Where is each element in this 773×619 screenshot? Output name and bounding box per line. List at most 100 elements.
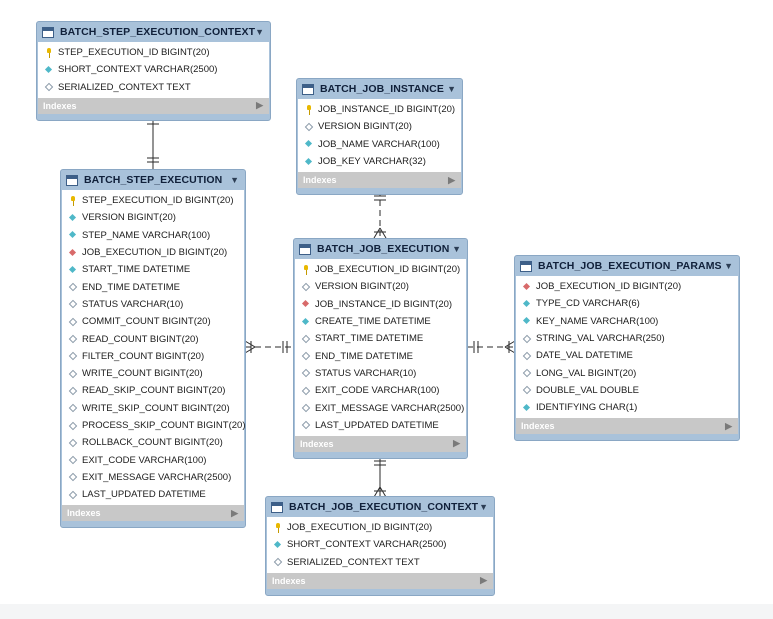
column-row[interactable]: PROCESS_SKIP_COUNT BIGINT(20) — [62, 417, 245, 434]
table-header[interactable]: BATCH_JOB_EXECUTION ▼ — [294, 239, 467, 259]
column-label: JOB_INSTANCE_ID BIGINT(20) — [318, 104, 456, 116]
column-row[interactable]: START_TIME DATETIME — [295, 330, 466, 347]
hollow-diamond-icon — [301, 334, 311, 344]
relationship-job-instance[interactable] — [373, 190, 387, 239]
chevron-down-icon[interactable]: ▼ — [447, 84, 456, 94]
column-row[interactable]: SHORT_CONTEXT VARCHAR(2500) — [38, 61, 269, 78]
column-row[interactable]: END_TIME DATETIME — [62, 278, 244, 295]
column-row[interactable]: KEY_NAME VARCHAR(100) — [516, 313, 738, 330]
column-row[interactable]: VERSION BIGINT(20) — [295, 278, 466, 295]
column-row[interactable]: STATUS VARCHAR(10) — [62, 296, 244, 313]
column-label: START_TIME DATETIME — [315, 333, 424, 345]
column-label: STEP_EXECUTION_ID BIGINT(20) — [58, 47, 210, 59]
column-row[interactable]: START_TIME DATETIME — [62, 261, 244, 278]
triangle-right-icon[interactable]: ▶ — [453, 438, 460, 449]
column-row[interactable]: CREATE_TIME DATETIME — [295, 313, 466, 330]
chevron-down-icon[interactable]: ▼ — [230, 175, 239, 185]
indexes-bar[interactable]: Indexes ▶ — [38, 97, 269, 114]
table-batch-job-execution-params[interactable]: BATCH_JOB_EXECUTION_PARAMS ▼ JOB_EXECUTI… — [514, 255, 740, 442]
column-row[interactable]: EXIT_MESSAGE VARCHAR(2500) — [62, 469, 244, 486]
column-row[interactable]: JOB_KEY VARCHAR(32) — [298, 153, 461, 170]
triangle-right-icon[interactable]: ▶ — [231, 507, 238, 518]
indexes-bar[interactable]: Indexes ▶ — [516, 418, 738, 435]
filled-diamond-icon — [44, 65, 54, 75]
column-row[interactable]: JOB_INSTANCE_ID BIGINT(20) — [295, 296, 466, 313]
indexes-bar[interactable]: Indexes ▶ — [298, 172, 461, 189]
table-batch-job-execution-context[interactable]: BATCH_JOB_EXECUTION_CONTEXT ▼ JOB_EXECUT… — [265, 496, 495, 596]
column-row[interactable]: READ_COUNT BIGINT(20) — [62, 330, 244, 347]
column-row[interactable]: STEP_NAME VARCHAR(100) — [62, 227, 244, 244]
column-row[interactable]: JOB_EXECUTION_ID BIGINT(20) — [62, 244, 244, 261]
column-row[interactable]: TYPE_CD VARCHAR(6) — [516, 295, 738, 312]
column-row[interactable]: JOB_EXECUTION_ID BIGINT(20) — [516, 278, 738, 295]
relationship-params-to-job-execution[interactable] — [467, 340, 516, 354]
column-label: STEP_EXECUTION_ID BIGINT(20) — [82, 195, 234, 207]
column-row[interactable]: SERIALIZED_CONTEXT TEXT — [38, 79, 269, 96]
column-label: READ_COUNT BIGINT(20) — [82, 333, 199, 345]
triangle-right-icon[interactable]: ▶ — [256, 100, 263, 111]
column-row[interactable]: JOB_EXECUTION_ID BIGINT(20) — [267, 519, 493, 536]
column-row[interactable]: JOB_INSTANCE_ID BIGINT(20) — [298, 101, 461, 118]
table-header[interactable]: BATCH_JOB_EXECUTION_PARAMS ▼ — [515, 256, 739, 276]
triangle-right-icon[interactable]: ▶ — [448, 174, 455, 185]
table-header[interactable]: BATCH_STEP_EXECUTION ▼ — [61, 170, 245, 190]
indexes-bar[interactable]: Indexes ▶ — [62, 505, 244, 522]
relationship-step-to-job-execution[interactable] — [244, 340, 294, 354]
indexes-bar[interactable]: Indexes ▶ — [267, 572, 493, 589]
column-row[interactable]: EXIT_CODE VARCHAR(100) — [295, 382, 466, 399]
column-row[interactable]: VERSION BIGINT(20) — [298, 118, 461, 135]
triangle-right-icon[interactable]: ▶ — [725, 420, 732, 431]
relationship-step-context[interactable] — [147, 117, 159, 170]
column-row[interactable]: DOUBLE_VAL DOUBLE — [516, 382, 738, 399]
column-row[interactable]: JOB_EXECUTION_ID BIGINT(20) — [295, 261, 466, 278]
triangle-right-icon[interactable]: ▶ — [480, 575, 487, 586]
column-row[interactable]: DATE_VAL DATETIME — [516, 347, 738, 364]
column-row[interactable]: ROLLBACK_COUNT BIGINT(20) — [62, 434, 244, 451]
column-row[interactable]: READ_SKIP_COUNT BIGINT(20) — [62, 382, 244, 399]
chevron-down-icon[interactable]: ▼ — [255, 27, 265, 37]
table-batch-step-execution-context[interactable]: BATCH_STEP_EXECUTION_CONTEXT ▼ STEP_EXEC… — [36, 21, 271, 121]
hollow-diamond-icon — [301, 386, 311, 396]
column-row[interactable]: VERSION BIGINT(20) — [62, 209, 244, 226]
column-row[interactable]: STEP_EXECUTION_ID BIGINT(20) — [38, 44, 269, 61]
column-row[interactable]: STRING_VAL VARCHAR(250) — [516, 330, 738, 347]
column-row[interactable]: WRITE_COUNT BIGINT(20) — [62, 365, 244, 382]
column-row[interactable]: EXIT_CODE VARCHAR(100) — [62, 451, 244, 468]
column-row[interactable]: FILTER_COUNT BIGINT(20) — [62, 348, 244, 365]
column-row[interactable]: STEP_EXECUTION_ID BIGINT(20) — [62, 192, 244, 209]
column-label: END_TIME DATETIME — [315, 350, 413, 362]
canvas-footer-band — [0, 604, 773, 619]
indexes-bar[interactable]: Indexes ▶ — [295, 435, 466, 452]
column-row[interactable]: END_TIME DATETIME — [295, 347, 466, 364]
column-row[interactable]: LAST_UPDATED DATETIME — [62, 486, 244, 503]
column-row[interactable]: STATUS VARCHAR(10) — [295, 365, 466, 382]
column-label: TYPE_CD VARCHAR(6) — [536, 298, 640, 310]
column-row[interactable]: LAST_UPDATED DATETIME — [295, 417, 466, 434]
relationship-job-context[interactable] — [373, 457, 387, 498]
column-row[interactable]: IDENTIFYING CHAR(1) — [516, 399, 738, 416]
table-header[interactable]: BATCH_STEP_EXECUTION_CONTEXT ▼ — [37, 22, 270, 42]
table-batch-job-instance[interactable]: BATCH_JOB_INSTANCE ▼ JOB_INSTANCE_ID BIG… — [296, 78, 463, 196]
column-row[interactable]: WRITE_SKIP_COUNT BIGINT(20) — [62, 400, 244, 417]
column-row[interactable]: LONG_VAL BIGINT(20) — [516, 364, 738, 381]
table-icon — [66, 174, 78, 186]
column-row[interactable]: SERIALIZED_CONTEXT TEXT — [267, 554, 493, 571]
table-batch-step-execution[interactable]: BATCH_STEP_EXECUTION ▼ STEP_EXECUTION_ID… — [60, 169, 246, 529]
chevron-down-icon[interactable]: ▼ — [452, 244, 461, 254]
filled-diamond-icon — [68, 230, 78, 240]
hollow-diamond-icon — [68, 317, 78, 327]
chevron-down-icon[interactable]: ▼ — [724, 261, 733, 271]
column-row[interactable]: EXIT_MESSAGE VARCHAR(2500) — [295, 399, 466, 416]
column-row[interactable]: COMMIT_COUNT BIGINT(20) — [62, 313, 244, 330]
table-header[interactable]: BATCH_JOB_EXECUTION_CONTEXT ▼ — [266, 497, 494, 517]
column-row[interactable]: JOB_NAME VARCHAR(100) — [298, 136, 461, 153]
table-columns: STEP_EXECUTION_ID BIGINT(20) VERSION BIGI… — [62, 190, 245, 506]
table-batch-job-execution[interactable]: BATCH_JOB_EXECUTION ▼ JOB_EXECUTION_ID B… — [293, 238, 468, 459]
column-row[interactable]: SHORT_CONTEXT VARCHAR(2500) — [267, 536, 493, 553]
chevron-down-icon[interactable]: ▼ — [479, 502, 488, 512]
column-label: ROLLBACK_COUNT BIGINT(20) — [82, 437, 223, 449]
table-header[interactable]: BATCH_JOB_INSTANCE ▼ — [297, 79, 462, 99]
filled-diamond-icon — [68, 265, 78, 275]
filled-diamond-icon — [273, 540, 283, 550]
filled-diamond-icon — [522, 299, 532, 309]
